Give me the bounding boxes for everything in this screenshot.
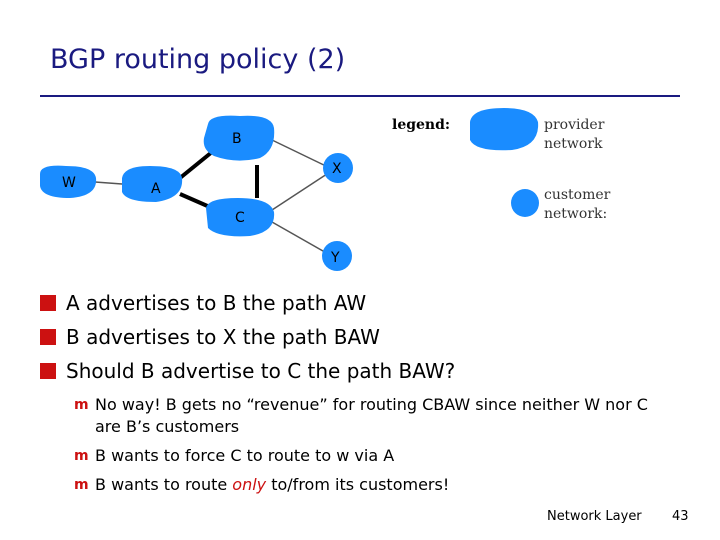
node-x-label: X: [332, 161, 342, 177]
sub-bullet-text-end: to/from its customers!: [266, 475, 450, 494]
bullet-text: B advertises to X the path BAW: [66, 325, 380, 349]
bullet-marker: [40, 363, 56, 379]
legend-customer-line2: network:: [544, 206, 607, 222]
bullet-text: Should B advertise to C the path BAW?: [66, 359, 456, 383]
bullet-marker: [40, 329, 56, 345]
sub-bullet-text-start: B wants to route: [95, 475, 233, 494]
sub-bullet-marker: m: [74, 448, 89, 464]
bullet-marker: [40, 295, 56, 311]
sub-bullet-item: m No way! B gets no “revenue” for routin…: [74, 394, 664, 438]
node-b-label: B: [232, 131, 242, 147]
legend-provider-line2: network: [544, 136, 603, 152]
link-a-c: [179, 192, 213, 210]
sub-bullet-item: m B wants to force C to route to w via A: [74, 445, 664, 467]
sub-bullet-list: m No way! B gets no “revenue” for routin…: [74, 394, 664, 503]
link-a-b: [178, 150, 214, 180]
sub-bullet-text: B wants to force C to route to w via A: [95, 446, 395, 465]
slide-title: BGP routing policy (2): [50, 44, 346, 75]
sub-bullet-text: No way! B gets no “revenue” for routing …: [95, 395, 648, 436]
node-a-network: [122, 166, 183, 202]
legend-provider-swatch: [470, 108, 539, 151]
node-x-network: [323, 153, 353, 183]
node-y-network: [322, 241, 352, 271]
bullet-item: B advertises to X the path BAW: [40, 320, 455, 354]
main-bullet-list: A advertises to B the path AW B advertis…: [40, 286, 455, 388]
sub-bullet-marker: m: [74, 477, 89, 493]
bullet-item: Should B advertise to C the path BAW?: [40, 354, 455, 388]
node-b-network: [203, 115, 275, 161]
legend-title: legend:: [392, 117, 450, 133]
node-c-label: C: [235, 210, 245, 226]
network-diagram: B W A C X Y legend: provider network cus…: [40, 108, 611, 271]
sub-bullet-marker: m: [74, 397, 89, 413]
bullet-text: A advertises to B the path AW: [66, 291, 367, 315]
link-b-x: [271, 139, 331, 169]
sub-bullet-item: m B wants to route only to/from its cust…: [74, 474, 664, 496]
node-c-network: [206, 198, 275, 237]
emphasis-only: only: [232, 475, 267, 494]
sub-bullet-text: B wants to route only to/from its custom…: [95, 474, 449, 496]
link-w-a: [94, 181, 123, 185]
node-w-label: W: [62, 175, 76, 191]
node-y-label: Y: [330, 250, 340, 266]
footer-label: Network Layer: [547, 509, 642, 524]
title-divider: [40, 95, 680, 97]
bullet-item: A advertises to B the path AW: [40, 286, 455, 320]
legend-provider-line1: provider: [544, 117, 605, 133]
legend-customer-swatch: [511, 189, 539, 217]
node-a-label: A: [151, 181, 161, 197]
link-c-y: [271, 221, 331, 256]
link-c-x: [271, 171, 331, 211]
node-w-network: [40, 165, 97, 198]
page-number: 43: [672, 509, 689, 524]
legend-customer-line1: customer: [544, 187, 611, 203]
